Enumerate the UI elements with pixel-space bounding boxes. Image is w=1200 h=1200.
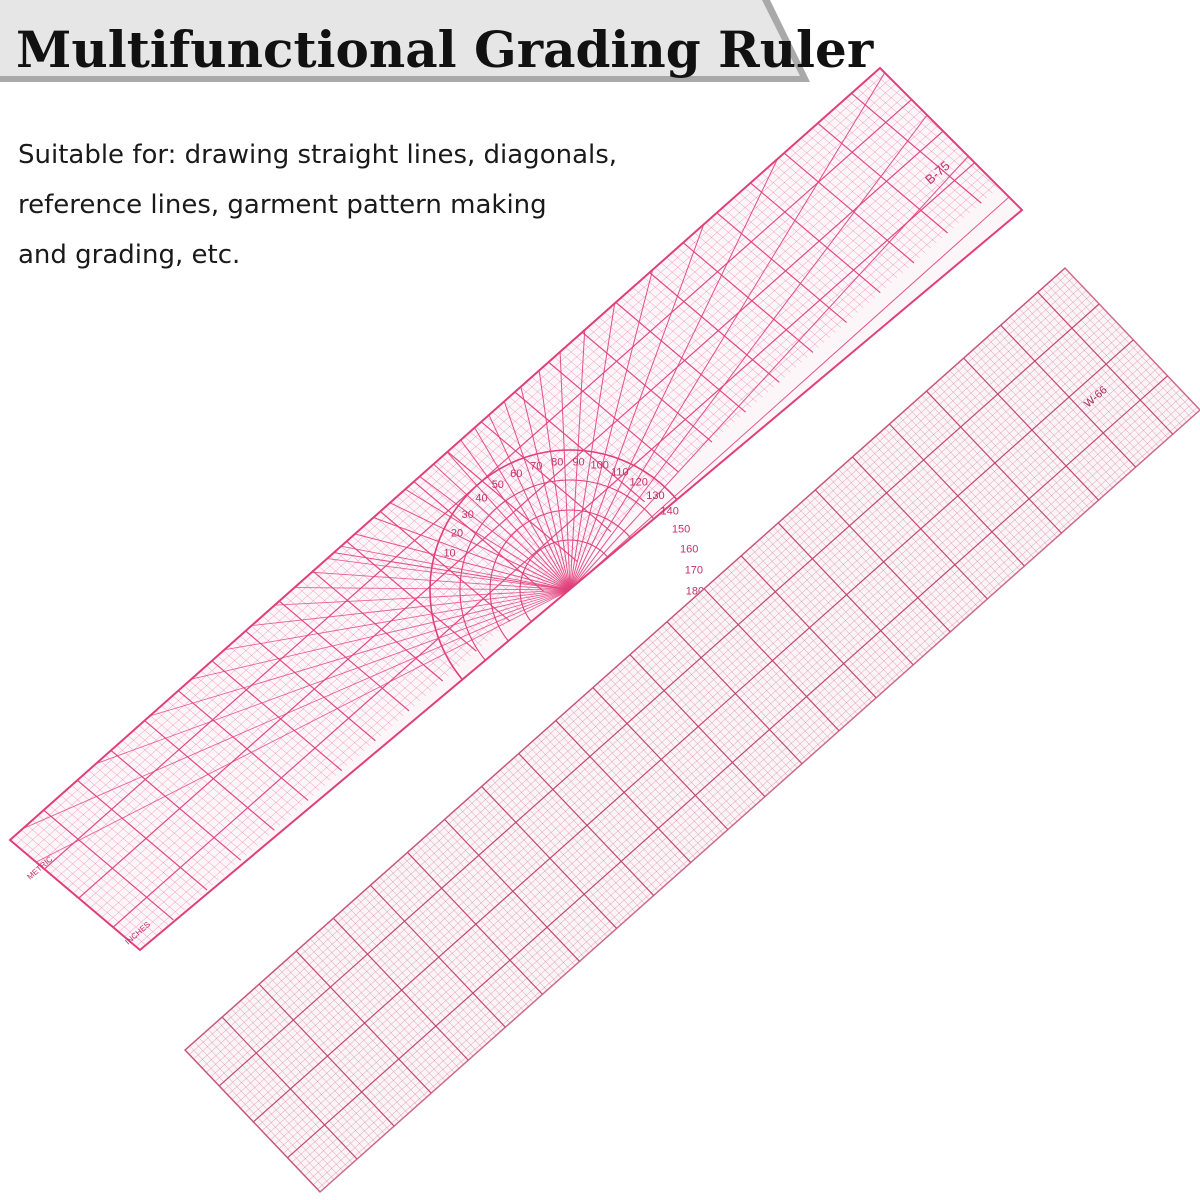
protractor-degree-label: 50 — [492, 479, 504, 491]
protractor-degree-label: 100 — [590, 460, 608, 472]
description-line-1: Suitable for: drawing straight lines, di… — [18, 140, 618, 170]
protractor-degree-label: 40 — [475, 493, 487, 505]
grid-ruler-w66: W-66 — [183, 266, 1200, 1194]
description-line-3: and grading, etc. — [18, 240, 241, 270]
protractor-degree-label: 170 — [685, 564, 703, 576]
description-text: Suitable for: drawing straight lines, di… — [18, 130, 658, 280]
ruler-b-grid — [185, 268, 1200, 1192]
protractor-degree-label: 110 — [611, 466, 629, 478]
protractor-degree-label: 30 — [462, 509, 474, 521]
title-banner-shape — [0, 0, 810, 82]
protractor-degree-label: 70 — [530, 461, 542, 473]
protractor-degree-label: 120 — [630, 477, 648, 489]
protractor-degree-label: 20 — [451, 528, 463, 540]
protractor-degree-label: 90 — [572, 456, 584, 468]
page-title: Multifunctional Grading Ruler — [16, 20, 874, 79]
protractor-degree-label: 140 — [661, 506, 679, 518]
protractor-degree-label: 150 — [672, 524, 690, 536]
protractor-degree-label: 160 — [680, 543, 698, 555]
description-line-2: reference lines, garment pattern making — [18, 190, 547, 220]
protractor-degree-label: 130 — [646, 490, 664, 502]
protractor-degree-label: 60 — [510, 468, 522, 480]
protractor-degree-label: 10 — [443, 548, 455, 560]
protractor-degree-label: 80 — [551, 457, 563, 469]
title-banner: Multifunctional Grading Ruler — [0, 0, 1200, 100]
